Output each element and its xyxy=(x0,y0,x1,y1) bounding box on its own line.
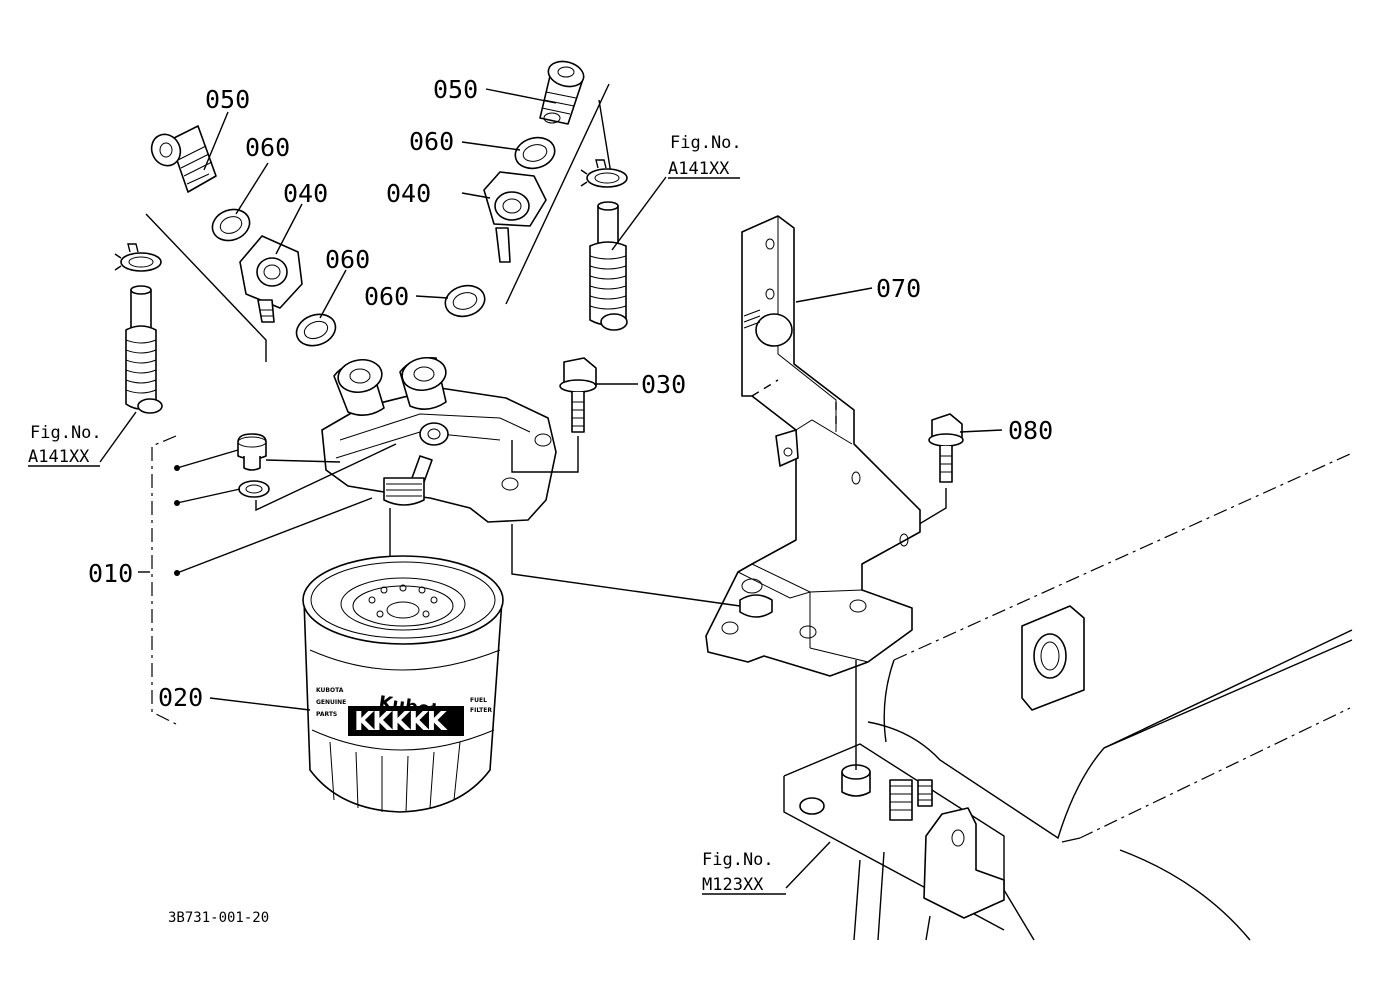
part-labels: 050 060 040 060 050 060 040 060 030 070 … xyxy=(88,75,1053,712)
filter-side-left-3: PARTS xyxy=(316,711,337,718)
left-washer-060-upper xyxy=(211,208,251,242)
label-040-right: 040 xyxy=(386,179,431,208)
fig-ref-bottom-code: M123XX xyxy=(702,875,764,895)
label-070: 070 xyxy=(876,274,921,303)
fig-ref-left-title: Fig.No. xyxy=(30,423,102,443)
drain-plug-seal xyxy=(238,480,270,498)
label-060-b: 060 xyxy=(325,245,370,274)
right-banjo-bolt-050 xyxy=(539,60,585,125)
label-050-left: 050 xyxy=(205,85,250,114)
fig-ref-right-code: A141XX xyxy=(668,159,730,179)
label-060-d: 060 xyxy=(364,282,409,311)
filter-side-right-2: FILTER xyxy=(470,707,492,714)
label-080: 080 xyxy=(1008,416,1053,445)
right-banjo-fitting-040 xyxy=(483,171,547,263)
label-010: 010 xyxy=(88,559,133,588)
leader-lines xyxy=(99,88,1003,889)
left-washer-060-lower xyxy=(295,313,337,347)
filter-side-left-2: GENUINE xyxy=(316,699,346,706)
right-washer-060-upper xyxy=(514,136,556,170)
filter-pattern-text: KKKKK xyxy=(354,707,448,737)
fig-ref-bottom-title: Fig.No. xyxy=(702,850,774,870)
right-washer-060-lower xyxy=(444,284,486,318)
drain-plug xyxy=(237,433,267,471)
label-060-c: 060 xyxy=(409,127,454,156)
fig-ref-right-title: Fig.No. xyxy=(670,133,742,153)
label-050-right: 050 xyxy=(433,75,478,104)
mounting-bracket-070 xyxy=(705,215,921,677)
label-040-left: 040 xyxy=(283,179,328,208)
fig-ref-bottom: Fig.No. M123XX xyxy=(702,850,786,895)
drawing-number: 3B731-001-20 xyxy=(168,910,269,926)
right-hose-assembly xyxy=(580,159,628,331)
label-030: 030 xyxy=(641,370,686,399)
bolt-080 xyxy=(928,413,964,483)
filter-side-left-1: KUBOTA xyxy=(316,687,344,694)
fig-ref-left-code: A141XX xyxy=(28,447,90,467)
fig-ref-left: Fig.No. A141XX xyxy=(28,423,102,467)
left-banjo-bolt-050 xyxy=(150,125,217,193)
fuel-filter-cartridge: Kubota KKKKK KUBOTA GENUINE PARTS FUEL F… xyxy=(302,555,504,813)
label-020: 020 xyxy=(158,683,203,712)
filter-side-right-1: FUEL xyxy=(470,697,487,704)
bolt-030 xyxy=(559,357,597,433)
left-banjo-fitting-040 xyxy=(239,235,303,323)
machine-frame xyxy=(783,453,1353,941)
left-hose-assembly xyxy=(114,243,163,414)
label-060-a: 060 xyxy=(245,133,290,162)
fig-ref-right: Fig.No. A141XX xyxy=(668,133,742,179)
filter-head-assembly xyxy=(321,356,557,578)
